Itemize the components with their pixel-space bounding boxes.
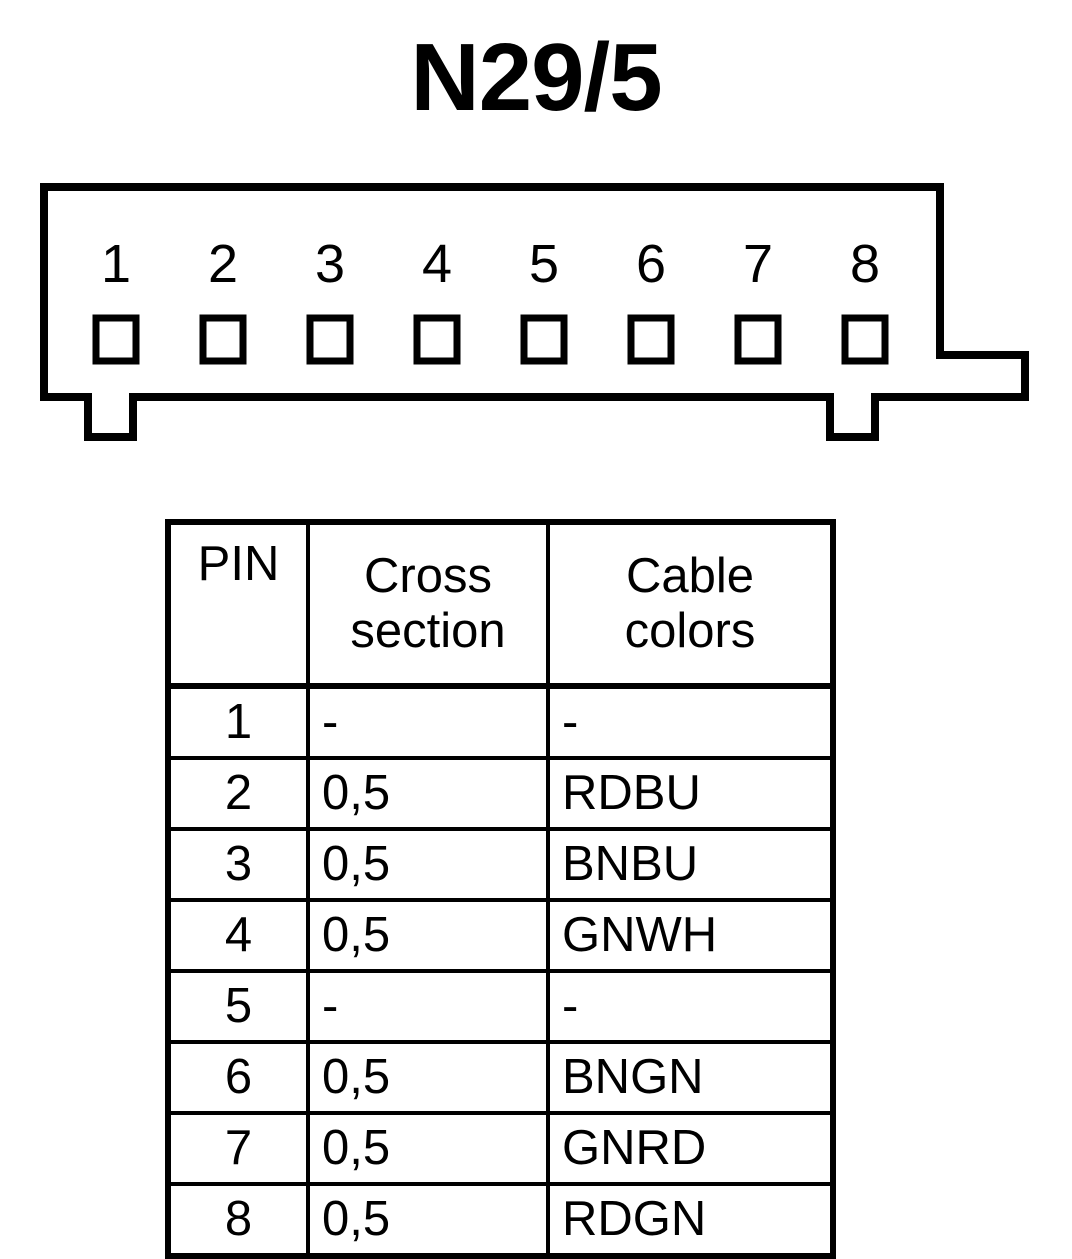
pin-label-5: 5	[529, 234, 559, 294]
table-row: 5 - -	[166, 969, 835, 1044]
header-color-line1: Cable	[625, 549, 755, 604]
table-header: PIN Cross section Cable colors	[166, 520, 835, 689]
pin-cavity-2	[199, 314, 247, 365]
cell-cross-section: -	[306, 684, 550, 760]
pin-cavity-8	[841, 314, 889, 365]
header-cross-line1: Cross	[364, 549, 492, 604]
table-row: 4 0,5 GNWH	[166, 898, 835, 973]
table-row: 8 0,5 RDGN	[166, 1182, 835, 1259]
header-pin: PIN	[166, 520, 310, 689]
cell-cable-colors: BNGN	[546, 1040, 835, 1115]
pin-label-8: 8	[850, 234, 880, 294]
header-color-line2: colors	[624, 604, 756, 658]
pin-label-6: 6	[636, 234, 666, 294]
cell-cable-colors: -	[546, 969, 835, 1044]
cell-pin: 1	[166, 684, 310, 760]
cell-cable-colors: GNWH	[546, 898, 835, 973]
pin-label-2: 2	[208, 234, 238, 294]
pin-label-3: 3	[315, 234, 345, 294]
cell-cross-section: 0,5	[306, 1182, 550, 1259]
cell-cross-section: 0,5	[306, 1040, 550, 1115]
table-row: 1 - -	[166, 684, 835, 760]
table-row: 6 0,5 BNGN	[166, 1040, 835, 1115]
cell-pin: 6	[166, 1040, 310, 1115]
header-cross-line2: section	[350, 604, 506, 658]
header-cross-section: Cross section	[306, 520, 550, 689]
cell-cable-colors: RDBU	[546, 756, 835, 831]
cell-cross-section: 0,5	[306, 827, 550, 902]
cell-pin: 5	[166, 969, 310, 1044]
pin-cavity-3	[306, 314, 354, 365]
page-title: N29/5	[410, 24, 662, 131]
pin-cavity-7	[734, 314, 782, 365]
table-row: 2 0,5 RDBU	[166, 756, 835, 831]
cell-pin: 4	[166, 898, 310, 973]
cell-pin: 7	[166, 1111, 310, 1186]
connector-outline-svg: 1 2 3 4 5 6 7 8	[40, 183, 1029, 441]
cell-cross-section: 0,5	[306, 898, 550, 973]
pin-cavity-4	[413, 314, 461, 365]
cell-cable-colors: RDGN	[546, 1182, 835, 1259]
cell-cross-section: -	[306, 969, 550, 1044]
cell-pin: 2	[166, 756, 310, 831]
pin-cavity-6	[627, 314, 675, 365]
cell-pin: 8	[166, 1182, 310, 1259]
cell-cable-colors: -	[546, 684, 835, 760]
pin-cavity-1	[92, 314, 140, 365]
cell-cross-section: 0,5	[306, 756, 550, 831]
pin-label-1: 1	[101, 234, 131, 294]
table-header-row: PIN Cross section Cable colors	[166, 520, 835, 689]
connector-diagram: 1 2 3 4 5 6 7 8	[0, 160, 1072, 460]
header-cable-colors: Cable colors	[546, 520, 835, 689]
connector-body-path	[40, 183, 1029, 441]
pin-label-7: 7	[743, 234, 773, 294]
table-body: 1 - - 2 0,5 RDBU 3 0,5 BNBU 4 0,5 GNWH 5	[166, 684, 835, 1259]
table-row: 3 0,5 BNBU	[166, 827, 835, 902]
cell-cable-colors: BNBU	[546, 827, 835, 902]
cell-cable-colors: GNRD	[546, 1111, 835, 1186]
pinout-table: PIN Cross section Cable colors 1 - - 2 0…	[165, 519, 836, 1259]
pin-label-4: 4	[422, 234, 452, 294]
pin-cavity-5	[520, 314, 568, 365]
table-row: 7 0,5 GNRD	[166, 1111, 835, 1186]
cell-pin: 3	[166, 827, 310, 902]
cell-cross-section: 0,5	[306, 1111, 550, 1186]
